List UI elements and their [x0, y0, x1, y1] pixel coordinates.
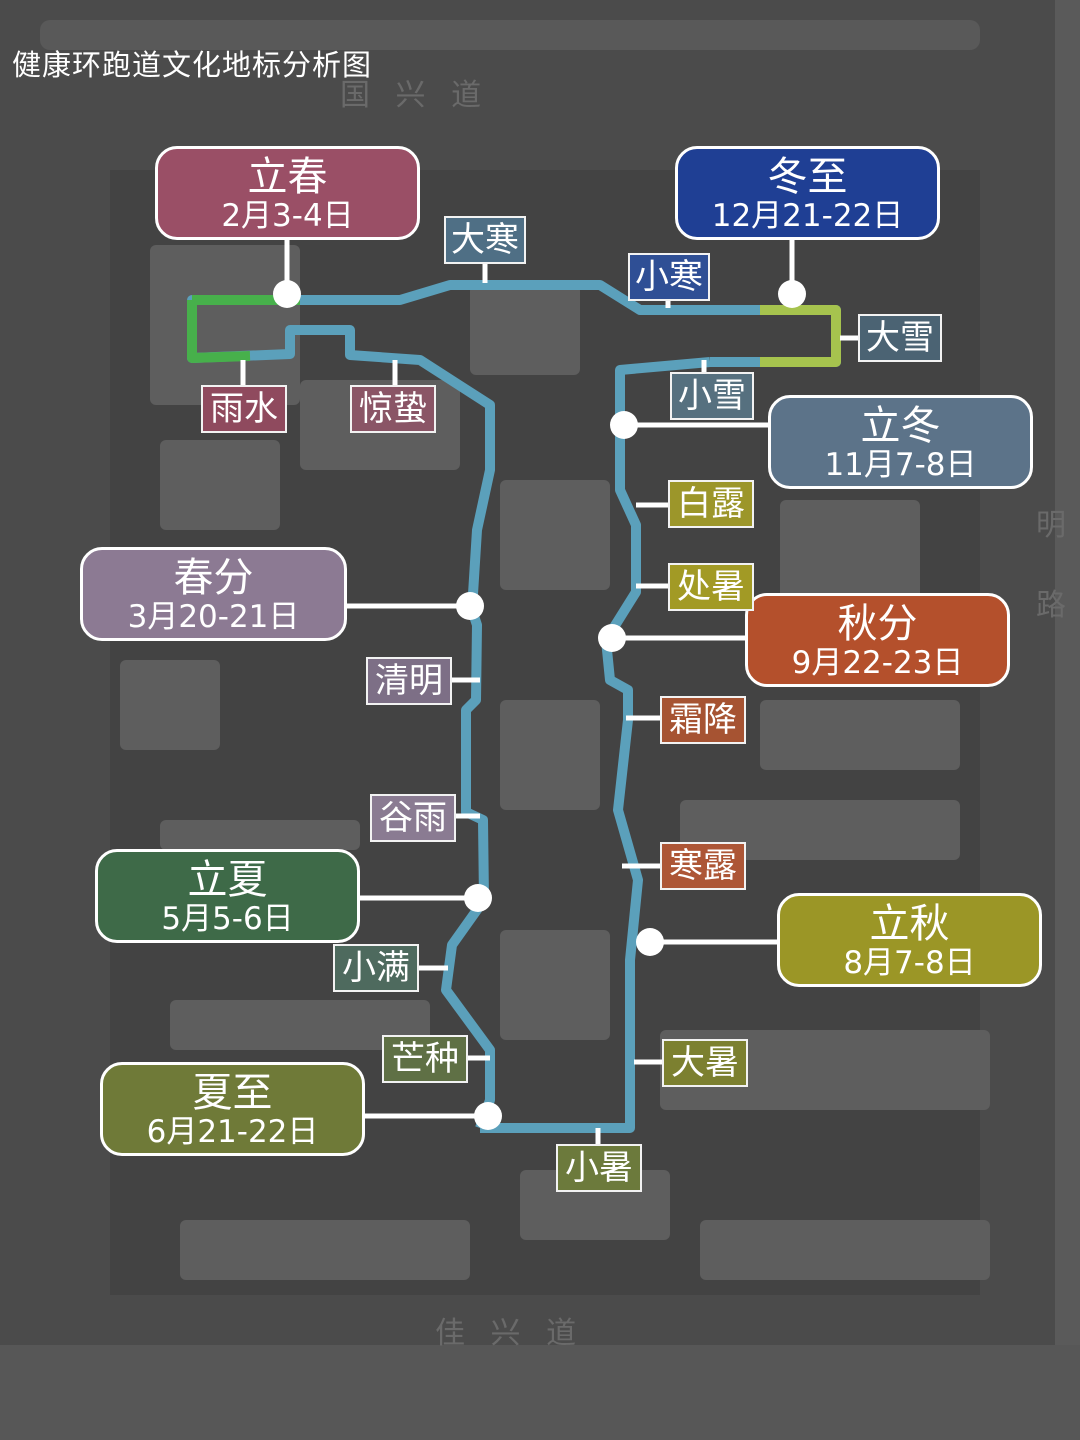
term-date: 8月7-8日 [843, 945, 976, 981]
road-label-east-2: 路 [1036, 588, 1066, 623]
term-label-mangzhong: 芒种 [382, 1035, 468, 1083]
term-card-xiazhi: 夏至 6月21-22日 [100, 1062, 365, 1156]
node-lixia [464, 884, 492, 912]
node-liqiu [636, 928, 664, 956]
term-date: 9月22-23日 [791, 645, 964, 681]
road-label-east-1: 明 [1036, 508, 1066, 543]
term-name: 立冬 [860, 403, 941, 449]
top-road-strip [40, 20, 980, 50]
term-label-guyu: 谷雨 [370, 794, 456, 842]
term-label-bailu: 白露 [668, 480, 754, 528]
right-road-strip [1055, 0, 1080, 1440]
term-card-chunfen: 春分 3月20-21日 [80, 547, 347, 641]
track-lime-segment [760, 305, 841, 367]
term-label-yushui: 雨水 [201, 385, 287, 433]
term-name: 冬至 [767, 154, 848, 200]
node-lidong [610, 411, 638, 439]
term-label-dashu: 大暑 [662, 1039, 748, 1087]
term-date: 6月21-22日 [146, 1114, 319, 1150]
term-name: 立春 [247, 154, 328, 200]
term-card-lixia: 立夏 5月5-6日 [95, 849, 360, 943]
term-label-dahan: 大寒 [444, 216, 526, 264]
term-label-hanlu: 寒露 [660, 842, 746, 890]
term-date: 5月5-6日 [161, 901, 294, 937]
page-title: 健康环跑道文化地标分析图 [12, 48, 373, 82]
term-name: 秋分 [837, 601, 918, 647]
term-date: 3月20-21日 [127, 599, 300, 635]
node-chunfen [456, 592, 484, 620]
term-name: 夏至 [192, 1070, 273, 1116]
track-east-side [480, 357, 711, 1133]
term-card-lidong: 立冬 11月7-8日 [768, 395, 1033, 489]
road-label-north: 国 兴 道 [340, 78, 490, 113]
term-name: 立秋 [869, 901, 950, 947]
term-card-qiufen: 秋分 9月22-23日 [745, 593, 1010, 687]
node-dongzhi [778, 280, 806, 308]
track-west-side [187, 280, 841, 1130]
node-qiufen [598, 624, 626, 652]
term-label-xiaoxue: 小雪 [670, 372, 754, 420]
term-label-qingming: 清明 [366, 657, 452, 705]
term-date: 2月3-4日 [221, 198, 354, 234]
term-card-lichun: 立春 2月3-4日 [155, 146, 420, 240]
term-date: 12月21-22日 [711, 198, 904, 234]
track-green-corner [187, 300, 251, 363]
term-label-xiaoman: 小满 [333, 944, 419, 992]
term-label-chushu: 处暑 [668, 563, 754, 611]
term-card-dongzhi: 冬至 12月21-22日 [675, 146, 940, 240]
node-lichun [273, 280, 301, 308]
term-label-daxue: 大雪 [858, 314, 942, 362]
node-xiazhi [474, 1102, 502, 1130]
term-name: 立夏 [187, 857, 268, 903]
station-nodes [273, 280, 806, 1130]
bottom-road-strip [0, 1345, 1080, 1440]
road-label-south: 佳 兴 道 [435, 1316, 585, 1351]
term-label-jingzhe: 惊蛰 [350, 385, 436, 433]
term-label-xiaohan: 小寒 [628, 253, 710, 301]
term-label-shuangjiang: 霜降 [660, 696, 746, 744]
term-date: 11月7-8日 [824, 447, 977, 483]
term-card-liqiu: 立秋 8月7-8日 [777, 893, 1042, 987]
term-label-xiaoshu: 小暑 [556, 1144, 642, 1192]
connector-lines [240, 238, 858, 1146]
term-name: 春分 [173, 555, 254, 601]
